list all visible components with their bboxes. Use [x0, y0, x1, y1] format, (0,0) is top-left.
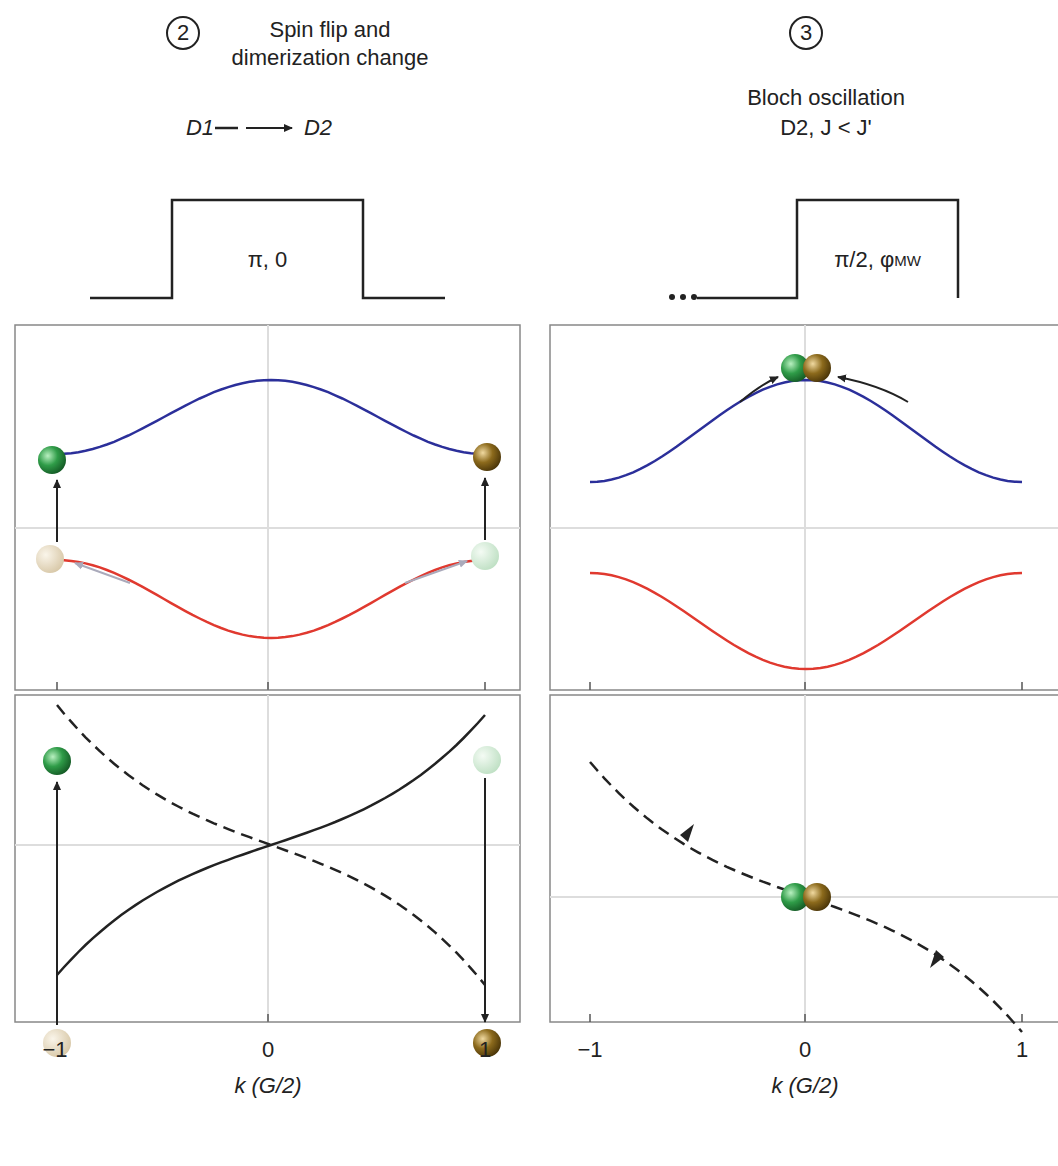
node-text: π/2, φ [834, 247, 894, 273]
label: −1 [577, 1036, 602, 1064]
atoms [36, 354, 831, 1057]
node-text: π, 0 [248, 247, 288, 273]
pulse-label: π, 0 [172, 230, 363, 290]
label: 1 [1016, 1036, 1028, 1064]
grey-arrows [75, 561, 467, 583]
dots [669, 294, 697, 300]
label: −1 [42, 1036, 67, 1064]
axes [15, 325, 1058, 1022]
label: 0 [799, 1036, 811, 1064]
label: D2 [304, 114, 332, 142]
label: Bloch oscillation [747, 84, 905, 112]
step-number: 2 [166, 16, 200, 50]
subscript: MW [894, 252, 921, 269]
label: k (G/2) [771, 1072, 838, 1100]
arrows [57, 377, 908, 1025]
label: 0 [262, 1036, 274, 1064]
ticks [57, 682, 1022, 1022]
node-text: 3 [800, 20, 812, 46]
label: 1 [479, 1036, 491, 1064]
label: D2, J < J' [780, 114, 872, 142]
label: k (G/2) [234, 1072, 301, 1100]
label: Spin flip and dimerization change [215, 16, 445, 72]
panels [15, 325, 1058, 1022]
step-number: 3 [789, 16, 823, 50]
node-text: 2 [177, 20, 189, 46]
pulse-label: π/2, φMW [797, 230, 958, 290]
pulses [90, 128, 958, 298]
bands [57, 380, 1022, 1032]
label: D1 [186, 114, 214, 142]
